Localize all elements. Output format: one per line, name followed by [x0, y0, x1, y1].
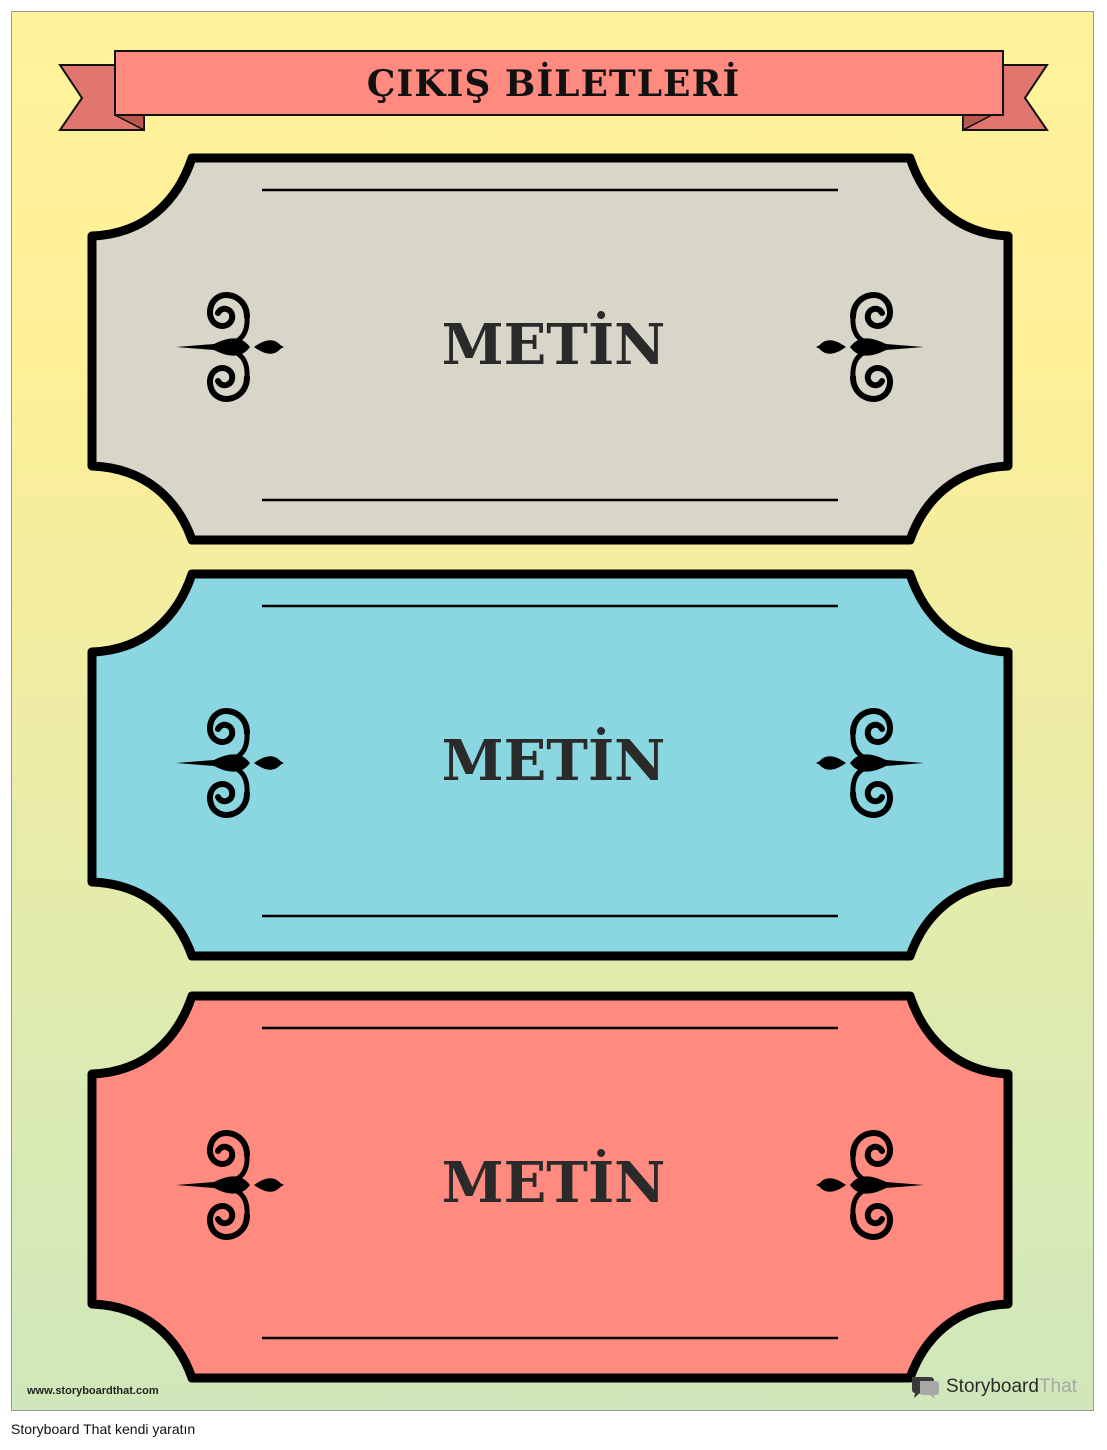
poster-artwork — [58, 50, 1049, 1383]
title-banner — [58, 50, 1049, 132]
speech-bubble-icon — [912, 1377, 939, 1399]
ticket-2-text[interactable]: METİN — [441, 728, 666, 794]
watermark-url: www.storyboardthat.com — [27, 1385, 159, 1397]
ticket-2 — [87, 569, 1013, 961]
footer-link[interactable]: Storyboard That kendi yaratın — [11, 1421, 196, 1437]
ticket-1-text[interactable]: METİN — [441, 312, 666, 378]
worksheet-poster: ÇIKIŞ BİLETLERİ METİN METİN METİN www.st… — [11, 11, 1094, 1411]
ticket-3-text[interactable]: METİN — [441, 1150, 666, 1216]
ticket-1 — [87, 153, 1013, 545]
poster-title: ÇIKIŞ BİLETLERİ — [366, 63, 741, 105]
brand-name-secondary: That — [1038, 1376, 1077, 1397]
brand-name-primary: Storyboard — [946, 1376, 1039, 1397]
ticket-3 — [87, 991, 1013, 1383]
